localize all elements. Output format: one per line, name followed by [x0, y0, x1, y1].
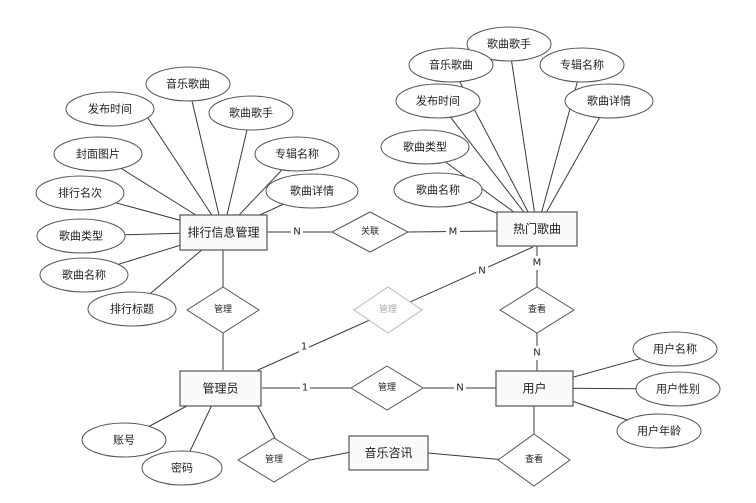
- attribute-nodes: 音乐歌曲 发布时间 歌曲歌手 封面图片 专辑名称 排行名次 歌曲详情 歌曲类型: [35, 26, 721, 486]
- attr-ranking-cover: 封面图片: [53, 136, 143, 172]
- connector-line: [222, 112, 252, 233]
- connector-line: [309, 451, 352, 461]
- rel-manage-hot: 管理: [353, 286, 423, 334]
- attr-label: 用户名称: [653, 342, 697, 356]
- connector-line: [508, 43, 538, 230]
- attr-ranking-music: 音乐歌曲: [145, 66, 231, 102]
- attr-ranking-detail: 歌曲详情: [265, 173, 359, 209]
- rel-view-news: 查看: [497, 433, 571, 487]
- attr-hotsong-singer: 歌曲歌手: [466, 26, 552, 62]
- rel-view-hot: 查看: [499, 286, 575, 334]
- cardinality-label: N: [293, 227, 300, 238]
- cardinality-label: N: [478, 266, 485, 277]
- attr-label: 账号: [113, 434, 135, 447]
- cardinality-label: M: [449, 227, 458, 238]
- entity-label: 排行信息管理: [187, 225, 259, 240]
- attr-admin-password: 密码: [141, 450, 223, 486]
- attr-label: 歌曲名称: [416, 183, 460, 197]
- rel-label: 查看: [525, 453, 543, 465]
- attr-label: 歌曲类型: [59, 229, 103, 243]
- attr-ranking-name: 歌曲名称: [39, 257, 129, 293]
- cardinality-label: 1: [301, 342, 307, 353]
- rel-manage-news: 管理: [237, 437, 311, 483]
- attr-label: 歌曲名称: [62, 268, 106, 282]
- rel-label: 查看: [528, 303, 546, 315]
- attr-label: 音乐歌曲: [166, 77, 210, 91]
- attr-label: 歌曲歌手: [229, 106, 273, 120]
- attr-label: 密码: [171, 461, 193, 475]
- attr-user-gender: 用户性别: [635, 371, 721, 407]
- connector-line: [141, 108, 224, 233]
- attr-ranking-title: 排行标题: [87, 291, 177, 327]
- attr-label: 歌曲详情: [290, 184, 334, 198]
- entity-news: 音乐咨讯: [348, 435, 429, 471]
- cardinality-label: 1: [302, 383, 308, 394]
- entity-admin: 管理员: [179, 370, 262, 407]
- attr-label: 封面图片: [76, 147, 120, 161]
- rel-manage-ranking: 管理: [186, 286, 260, 334]
- attr-hotsong-music: 音乐歌曲: [408, 47, 494, 83]
- attr-label: 排行名次: [58, 186, 102, 200]
- cardinality-label: M: [533, 258, 542, 269]
- rel-relate: 关联: [330, 211, 410, 253]
- attr-user-age: 用户年龄: [616, 413, 702, 449]
- rel-manage-user: 管理: [350, 365, 424, 411]
- attr-label: 用户性别: [656, 382, 700, 396]
- cardinality-label: N: [533, 348, 540, 359]
- connector-line: [256, 404, 276, 439]
- rel-label: 管理: [214, 303, 232, 315]
- entity-hotsong: 热门歌曲: [496, 211, 578, 247]
- attr-label: 专辑名称: [560, 58, 604, 72]
- attr-hotsong-type: 歌曲类型: [380, 129, 470, 165]
- connector-line: [536, 100, 610, 230]
- entity-ranking: 排行信息管理: [179, 214, 268, 251]
- connector-line: [187, 83, 224, 233]
- entity-nodes: 排行信息管理 热门歌曲 管理员 用户 音乐咨讯: [179, 211, 578, 471]
- attr-ranking-album: 专辑名称: [254, 136, 340, 172]
- cardinality-labels: N M M N N 1 1 N: [291, 225, 543, 395]
- attr-hotsong-album: 专辑名称: [539, 47, 625, 83]
- attr-admin-account: 账号: [81, 422, 167, 458]
- attr-label: 歌曲详情: [587, 94, 631, 108]
- relationship-nodes: 关联 管理 管理 查看 管理 管理 查看: [186, 211, 575, 487]
- entity-label: 用户: [522, 381, 546, 396]
- connector-line: [427, 452, 506, 461]
- attr-ranking-type: 歌曲类型: [36, 218, 126, 254]
- attr-user-name: 用户名称: [632, 331, 718, 367]
- attr-label: 专辑名称: [275, 147, 319, 161]
- attr-label: 音乐歌曲: [429, 58, 473, 72]
- attr-hotsong-detail: 歌曲详情: [564, 83, 654, 119]
- attr-hotsong-name: 歌曲名称: [393, 172, 483, 208]
- cardinality-label: N: [456, 383, 463, 394]
- attr-label: 歌曲歌手: [487, 37, 531, 51]
- entity-label: 管理员: [202, 381, 238, 396]
- rel-label: 管理: [379, 303, 397, 315]
- attr-label: 排行标题: [110, 302, 154, 316]
- entity-label: 音乐咨讯: [364, 445, 412, 460]
- rel-label: 管理: [265, 453, 283, 465]
- connector-line: [437, 100, 538, 230]
- attr-label: 发布时间: [416, 94, 460, 108]
- entity-label: 热门歌曲: [513, 221, 561, 236]
- attr-ranking-time: 发布时间: [65, 91, 155, 127]
- attr-ranking-rank: 排行名次: [35, 175, 125, 211]
- rel-label: 管理: [378, 381, 396, 393]
- attr-label: 用户年龄: [637, 424, 681, 438]
- entity-user: 用户: [495, 370, 574, 407]
- attr-label: 歌曲类型: [403, 140, 447, 154]
- attr-label: 发布时间: [88, 102, 132, 116]
- attr-ranking-singer: 歌曲歌手: [208, 95, 294, 131]
- rel-label: 关联: [361, 225, 379, 237]
- attr-hotsong-time: 发布时间: [395, 83, 481, 119]
